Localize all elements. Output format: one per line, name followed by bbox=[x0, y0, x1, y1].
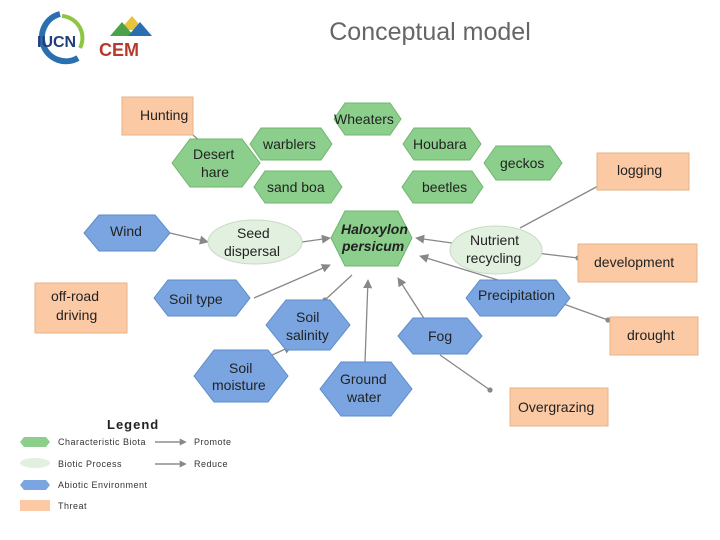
overgrazing-threat: Overgrazing bbox=[509, 387, 609, 427]
precipitation-node: Precipitation bbox=[465, 279, 571, 317]
beetles-label: beetles bbox=[422, 179, 467, 195]
iucn-logo-text: IUCN bbox=[37, 34, 76, 51]
overgrazing-link bbox=[439, 354, 493, 393]
fog-node: Fog bbox=[397, 317, 483, 355]
soil-moisture-label-line1: Soil bbox=[229, 360, 252, 376]
soil-salinity-label-line2: salinity bbox=[286, 327, 329, 343]
logging-label: logging bbox=[617, 162, 662, 178]
seed-dispersal-label-line1: Seed bbox=[237, 225, 270, 241]
fog-link bbox=[397, 277, 426, 321]
soil-type-label: Soil type bbox=[169, 291, 223, 307]
iucn-logo: IUCN bbox=[37, 11, 85, 65]
drought-threat: drought bbox=[609, 316, 699, 356]
legend-process-swatch bbox=[20, 458, 50, 468]
legend-abiotic-swatch bbox=[20, 480, 50, 490]
legend: Legend Characteristic Biota Biotic Proce… bbox=[20, 417, 232, 511]
legend-threat-swatch bbox=[20, 500, 50, 511]
soil-moisture-label-line2: moisture bbox=[212, 377, 266, 393]
drought-link bbox=[557, 301, 611, 323]
geckos-node: geckos bbox=[483, 145, 563, 181]
off-road-label-line2: driving bbox=[56, 307, 97, 323]
hunting-threat: Hunting bbox=[121, 96, 194, 136]
legend-abiotic-label: Abiotic Environment bbox=[58, 480, 148, 490]
soil-salinity-node: Soil salinity bbox=[265, 299, 351, 351]
wind-label: Wind bbox=[110, 223, 142, 239]
soil-salinity-label-line1: Soil bbox=[296, 309, 319, 325]
wind-to-seed-link bbox=[169, 232, 209, 245]
legend-process-label: Biotic Process bbox=[58, 459, 122, 469]
off-road-label-line1: off-road bbox=[51, 288, 99, 304]
desert-hare-node: Desert hare bbox=[171, 138, 261, 188]
connections bbox=[169, 134, 611, 393]
desert-hare-label-line2: hare bbox=[201, 164, 229, 180]
precipitation-link bbox=[419, 254, 499, 281]
houbara-label: Houbara bbox=[413, 136, 467, 152]
sand-boa-node: sand boa bbox=[253, 170, 343, 204]
logging-threat: logging bbox=[596, 152, 690, 191]
legend-title: Legend bbox=[107, 417, 159, 432]
warblers-label: warblers bbox=[262, 136, 316, 152]
development-label: development bbox=[594, 254, 674, 270]
page-title: Conceptual model bbox=[329, 18, 531, 46]
wind-node: Wind bbox=[83, 214, 171, 252]
hunting-label: Hunting bbox=[140, 107, 188, 123]
wheaters-node: Wheaters bbox=[333, 102, 402, 136]
haloxylon-label-line1: Haloxylon bbox=[341, 221, 408, 237]
wheaters-label: Wheaters bbox=[334, 111, 394, 127]
logging-link bbox=[519, 182, 603, 229]
off-road-driving-threat: off-road driving bbox=[34, 282, 128, 334]
desert-hare-label-line1: Desert bbox=[193, 146, 234, 162]
soiltype-link bbox=[253, 264, 331, 299]
groundwater-link bbox=[363, 279, 373, 363]
ground-water-node: Ground water bbox=[319, 361, 413, 417]
legend-threat-label: Threat bbox=[58, 501, 87, 511]
legend-biota-swatch bbox=[20, 437, 50, 447]
development-threat: development bbox=[577, 243, 698, 283]
haloxylon-label-line2: persicum bbox=[341, 238, 404, 254]
seed-dispersal-label-line2: dispersal bbox=[224, 243, 280, 259]
drought-label: drought bbox=[627, 327, 675, 343]
sand-boa-label: sand boa bbox=[267, 179, 325, 195]
salinity-link bbox=[322, 274, 353, 303]
ground-water-label-line2: water bbox=[346, 389, 382, 405]
nutrient-recycling-label-line2: recycling bbox=[466, 250, 521, 266]
geckos-label: geckos bbox=[500, 155, 544, 171]
houbara-node: Houbara bbox=[402, 127, 482, 161]
seed-dispersal-process: Seed dispersal bbox=[207, 219, 303, 265]
ground-water-label-line1: Ground bbox=[340, 371, 387, 387]
precipitation-label: Precipitation bbox=[478, 287, 555, 303]
nutrient-to-haloxylon-link bbox=[415, 234, 453, 244]
fog-label: Fog bbox=[428, 328, 452, 344]
cem-logo-text: CEM bbox=[99, 40, 139, 60]
nutrient-recycling-label-line1: Nutrient bbox=[470, 232, 519, 248]
soil-moisture-node: Soil moisture bbox=[193, 349, 289, 403]
haloxylon-persicum-node: Haloxylon persicum bbox=[330, 210, 413, 267]
cem-logo: CEM bbox=[99, 16, 152, 60]
nutrient-recycling-process: Nutrient recycling bbox=[449, 225, 543, 275]
legend-biota-label: Characteristic Biota bbox=[58, 437, 146, 447]
soil-type-node: Soil type bbox=[153, 279, 251, 317]
legend-reduce-label: Reduce bbox=[194, 459, 228, 469]
warblers-node: warblers bbox=[249, 127, 333, 161]
seed-to-haloxylon-link bbox=[301, 234, 331, 244]
beetles-node: beetles bbox=[401, 170, 484, 204]
overgrazing-label: Overgrazing bbox=[518, 399, 594, 415]
legend-promote-label: Promote bbox=[194, 437, 232, 447]
